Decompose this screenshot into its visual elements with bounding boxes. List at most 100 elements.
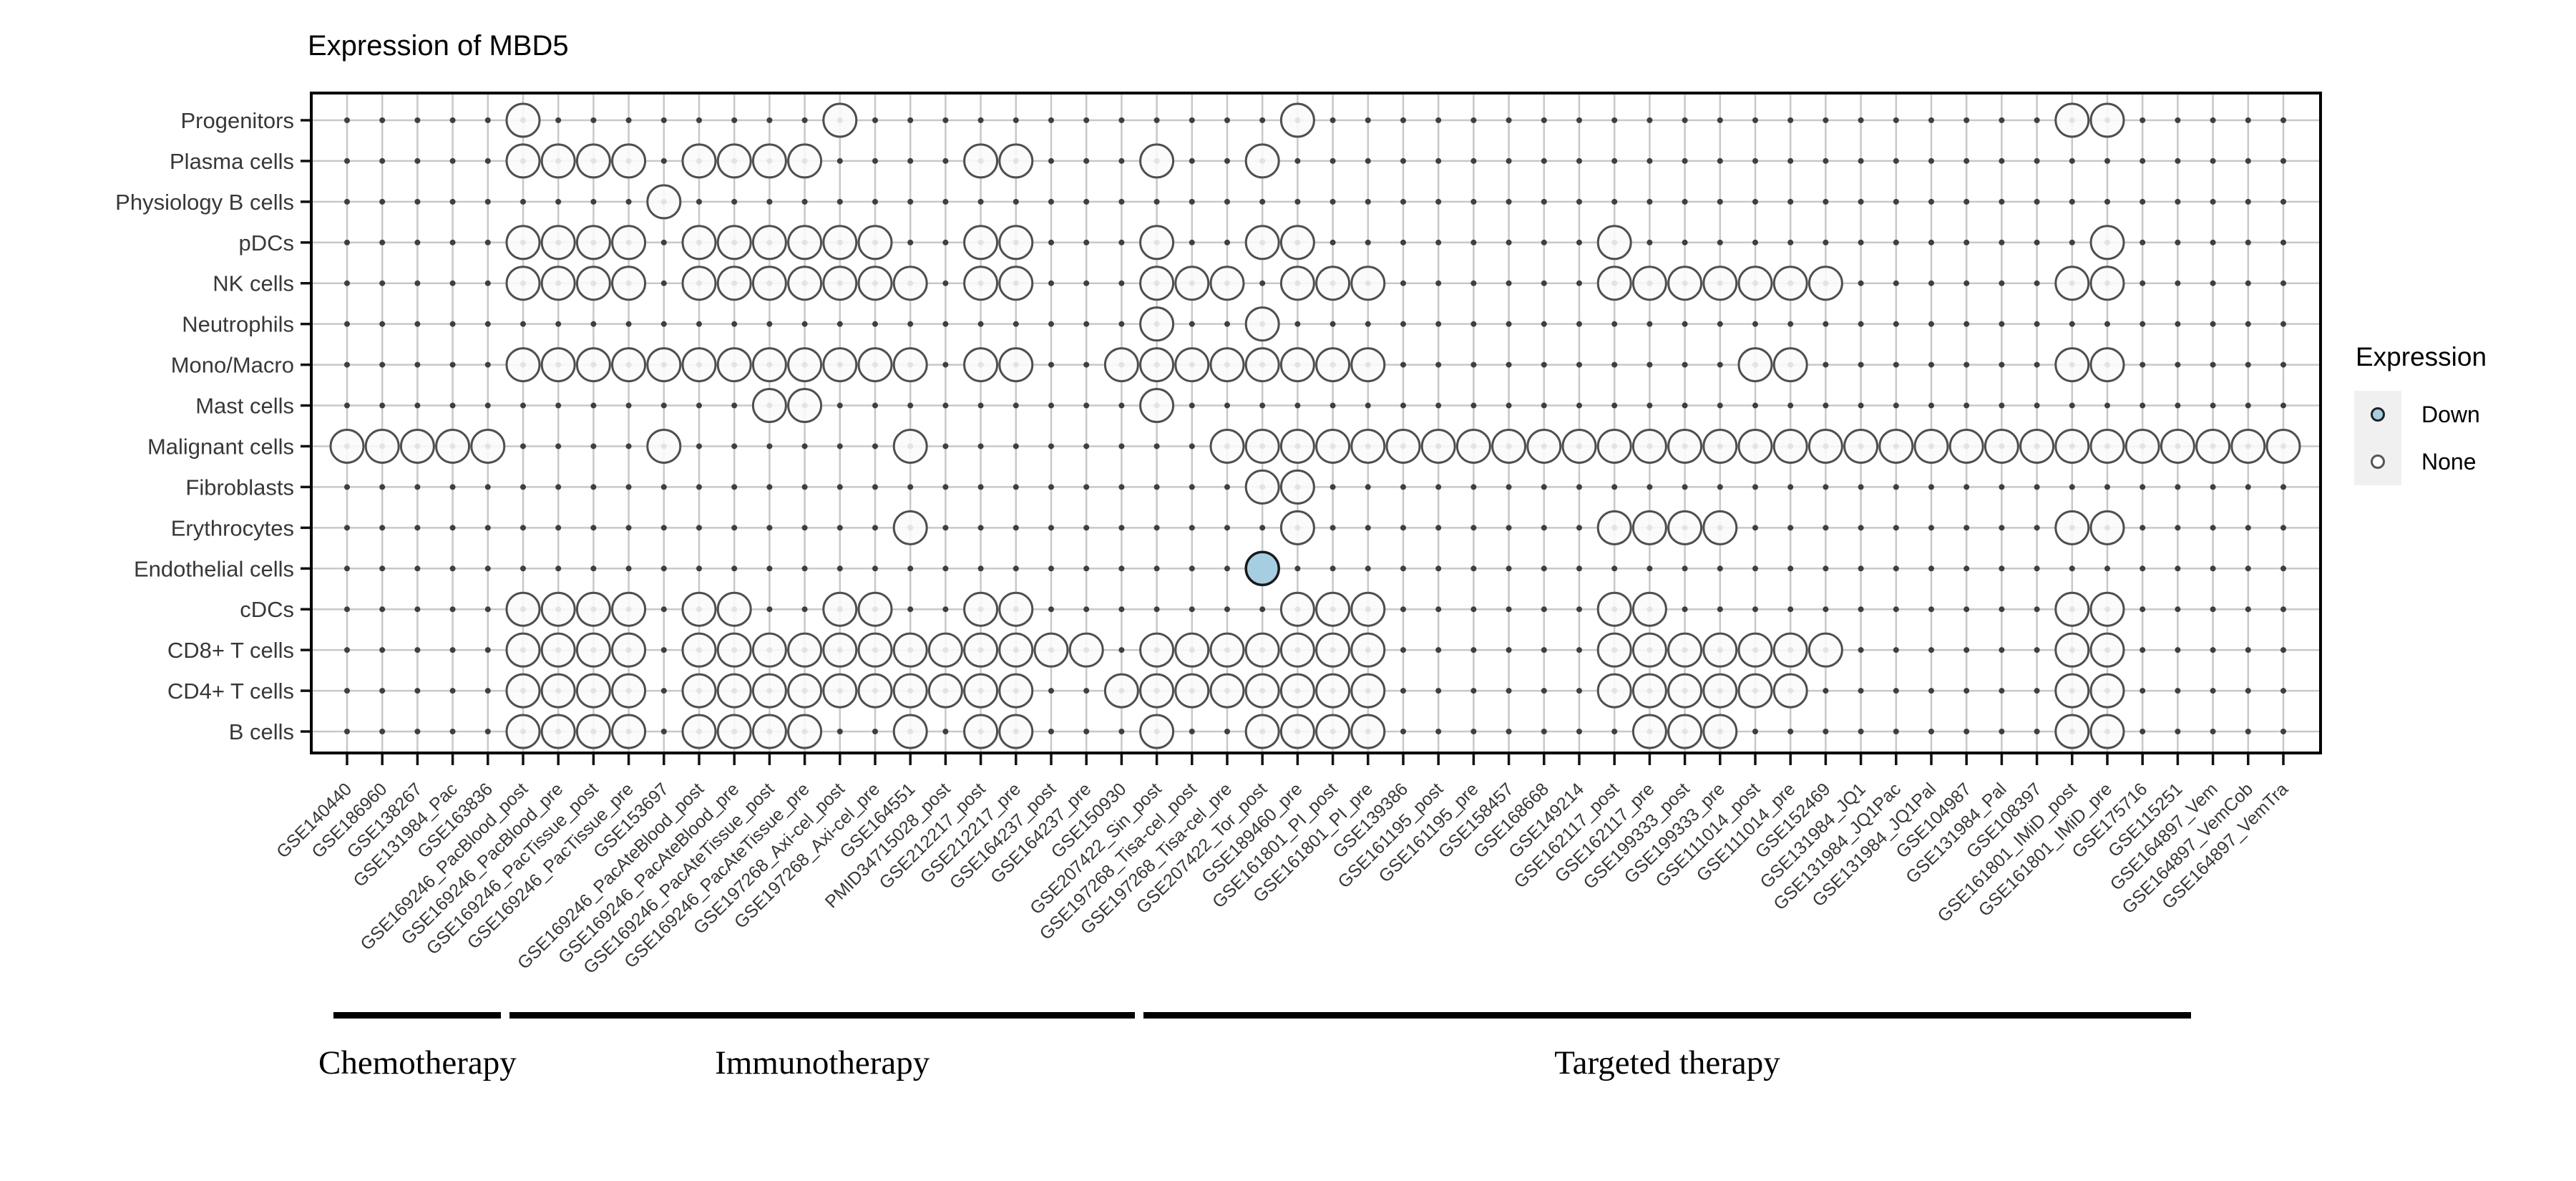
expression-dot bbox=[575, 714, 611, 749]
expression-dot bbox=[963, 714, 999, 749]
expression-dot bbox=[505, 225, 541, 261]
expression-dot bbox=[892, 673, 928, 709]
expression-dot bbox=[1772, 266, 1808, 301]
expression-dot bbox=[1315, 673, 1351, 709]
expression-dot bbox=[646, 428, 682, 464]
expression-dot bbox=[1807, 266, 1843, 301]
expression-dot bbox=[1737, 266, 1773, 301]
expression-dot bbox=[751, 714, 787, 749]
expression-dot bbox=[1209, 632, 1245, 668]
expression-dot bbox=[646, 347, 682, 383]
expression-dot bbox=[1667, 673, 1703, 709]
expression-dot bbox=[1772, 673, 1808, 709]
expression-dot bbox=[611, 225, 647, 261]
expression-dot bbox=[822, 266, 858, 301]
expression-dot bbox=[1315, 714, 1351, 749]
expression-dot bbox=[1103, 673, 1139, 709]
expression-dot bbox=[1209, 428, 1245, 464]
expression-dot bbox=[681, 225, 717, 261]
expression-dot bbox=[716, 347, 752, 383]
expression-dot bbox=[787, 632, 823, 668]
expression-dot bbox=[1491, 428, 1527, 464]
expression-dot bbox=[1772, 428, 1808, 464]
expression-dot bbox=[2124, 428, 2160, 464]
expression-dot bbox=[1174, 673, 1210, 709]
expression-dot bbox=[1702, 510, 1738, 545]
expression-dot bbox=[1139, 306, 1175, 342]
expression-dot bbox=[822, 102, 858, 138]
expression-dot bbox=[2089, 510, 2125, 545]
y-axis-label: Endothelial cells bbox=[134, 556, 294, 581]
expression-dot bbox=[2054, 102, 2090, 138]
expression-dot bbox=[1209, 347, 1245, 383]
expression-dot bbox=[822, 673, 858, 709]
expression-dot bbox=[2089, 714, 2125, 749]
expression-dot bbox=[2054, 714, 2090, 749]
x-axis-labels: GSE140440GSE186960GSE138267GSE131984_Pac… bbox=[273, 779, 2292, 978]
expression-dot bbox=[575, 673, 611, 709]
expression-dot bbox=[505, 714, 541, 749]
expression-dot bbox=[2054, 632, 2090, 668]
expression-dot bbox=[927, 673, 963, 709]
y-axis-label: CD8+ T cells bbox=[167, 638, 294, 663]
expression-dot bbox=[1244, 673, 1280, 709]
expression-dot bbox=[1737, 428, 1773, 464]
expression-dot bbox=[1279, 428, 1315, 464]
expression-dot bbox=[2195, 428, 2231, 464]
expression-dot bbox=[1279, 591, 1315, 627]
expression-dot bbox=[611, 714, 647, 749]
expression-dot bbox=[1103, 347, 1139, 383]
expression-dot bbox=[505, 347, 541, 383]
expression-dot bbox=[2054, 673, 2090, 709]
expression-dot bbox=[646, 184, 682, 220]
expression-dot bbox=[822, 225, 858, 261]
expression-dot bbox=[505, 143, 541, 179]
expression-dot bbox=[2089, 347, 2125, 383]
expression-dot bbox=[963, 632, 999, 668]
expression-dot bbox=[1596, 632, 1632, 668]
expression-dot bbox=[1913, 428, 1949, 464]
expression-dot bbox=[1737, 347, 1773, 383]
group-bar-chemotherapy bbox=[333, 1012, 502, 1019]
expression-dot bbox=[1596, 428, 1632, 464]
expression-dot bbox=[540, 632, 576, 668]
expression-dot bbox=[998, 347, 1034, 383]
expression-dot bbox=[787, 225, 823, 261]
expression-dot bbox=[1209, 673, 1245, 709]
legend: Expression Down None bbox=[2354, 342, 2487, 485]
y-axis-label: Physiology B cells bbox=[115, 190, 294, 215]
group-label-chemotherapy: Chemotherapy bbox=[318, 1044, 517, 1082]
expression-dot bbox=[963, 143, 999, 179]
expression-dot bbox=[505, 632, 541, 668]
expression-dot bbox=[1139, 673, 1175, 709]
expression-dot bbox=[963, 673, 999, 709]
expression-dot bbox=[575, 632, 611, 668]
expression-dot bbox=[1244, 714, 1280, 749]
y-axis-label: Plasma cells bbox=[170, 149, 294, 174]
expression-dot bbox=[2054, 266, 2090, 301]
expression-dot bbox=[751, 347, 787, 383]
expression-dot bbox=[716, 591, 752, 627]
expression-dot bbox=[751, 673, 787, 709]
expression-dot bbox=[611, 143, 647, 179]
group-bar-immunotherapy bbox=[509, 1012, 1135, 1019]
expression-dot bbox=[1279, 714, 1315, 749]
y-axis-label: Malignant cells bbox=[147, 434, 294, 459]
expression-dot bbox=[1209, 266, 1245, 301]
expression-dot bbox=[1807, 428, 1843, 464]
expression-dot bbox=[1244, 225, 1280, 261]
expression-dot bbox=[857, 673, 893, 709]
expression-dot bbox=[892, 347, 928, 383]
expression-dot bbox=[1174, 266, 1210, 301]
expression-dot bbox=[857, 266, 893, 301]
legend-label: None bbox=[2421, 448, 2477, 475]
legend-key-box bbox=[2354, 438, 2401, 485]
expression-dot bbox=[787, 347, 823, 383]
expression-dot bbox=[1315, 347, 1351, 383]
expression-dot bbox=[681, 266, 717, 301]
expression-dot bbox=[787, 143, 823, 179]
expression-dot bbox=[575, 266, 611, 301]
expression-dot bbox=[575, 143, 611, 179]
